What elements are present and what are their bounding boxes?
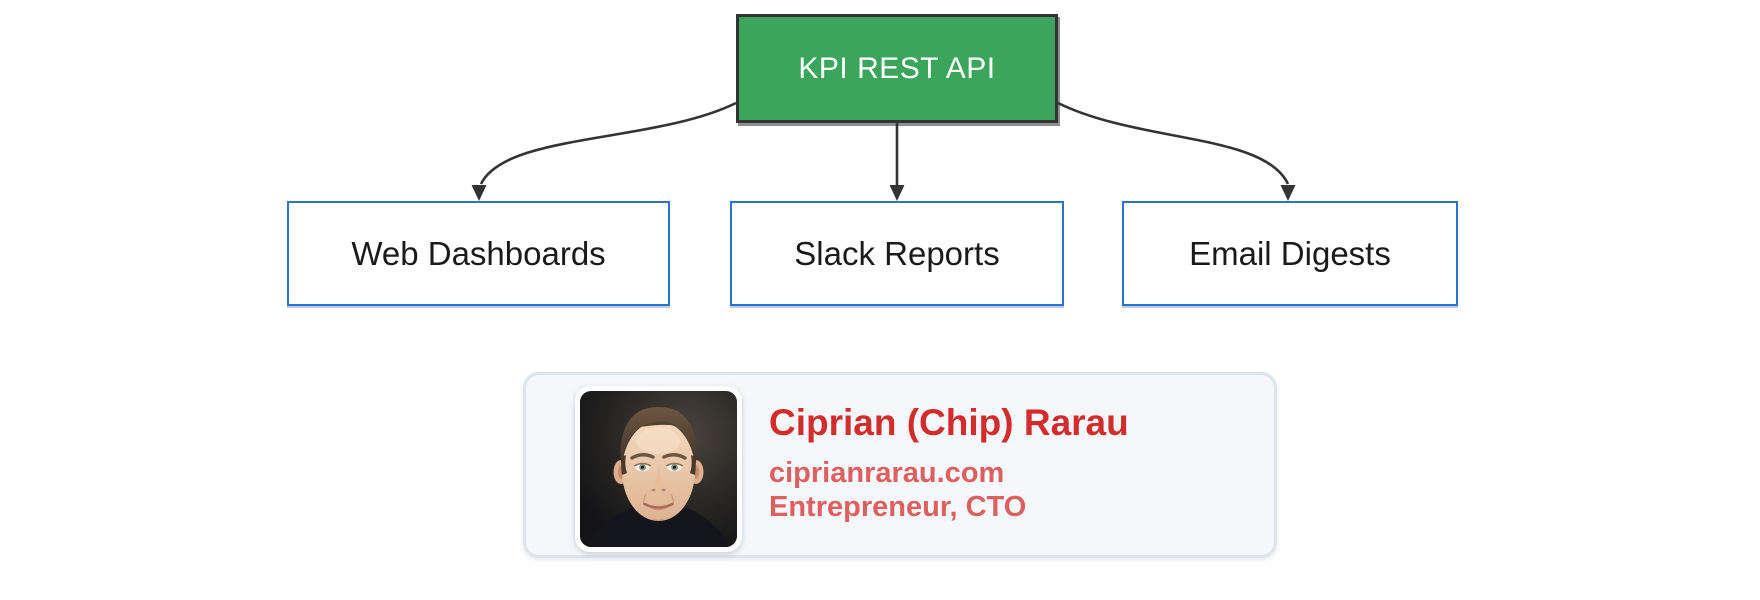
node-kpi-rest-api-label: KPI REST API	[798, 51, 996, 85]
node-email-digests-label: Email Digests	[1189, 234, 1391, 272]
profile-role: Entrepreneur, CTO	[769, 491, 1027, 523]
portrait-photo	[580, 391, 737, 547]
arrow-down-icon	[471, 185, 487, 201]
edge-root-to-email	[1057, 101, 1290, 185]
arrow-down-icon	[1280, 185, 1296, 201]
profile-photo-frame	[575, 386, 742, 552]
edge-root-to-web	[479, 101, 737, 185]
profile-name: Ciprian (Chip) Rarau	[769, 402, 1129, 443]
profile-text-block: Ciprian (Chip) Rarau ciprianrarau.com En…	[769, 375, 1249, 524]
node-slack-reports: Slack Reports	[730, 201, 1064, 306]
profile-website-link[interactable]: ciprianrarau.com	[769, 457, 1005, 489]
node-web-dashboards-label: Web Dashboards	[351, 234, 606, 272]
node-kpi-rest-api: KPI REST API	[736, 14, 1058, 123]
node-slack-reports-label: Slack Reports	[794, 234, 1000, 272]
node-web-dashboards: Web Dashboards	[287, 201, 670, 306]
arrow-down-icon	[889, 185, 905, 201]
node-email-digests: Email Digests	[1122, 201, 1458, 306]
profile-card[interactable]: Ciprian (Chip) Rarau ciprianrarau.com En…	[523, 372, 1277, 558]
